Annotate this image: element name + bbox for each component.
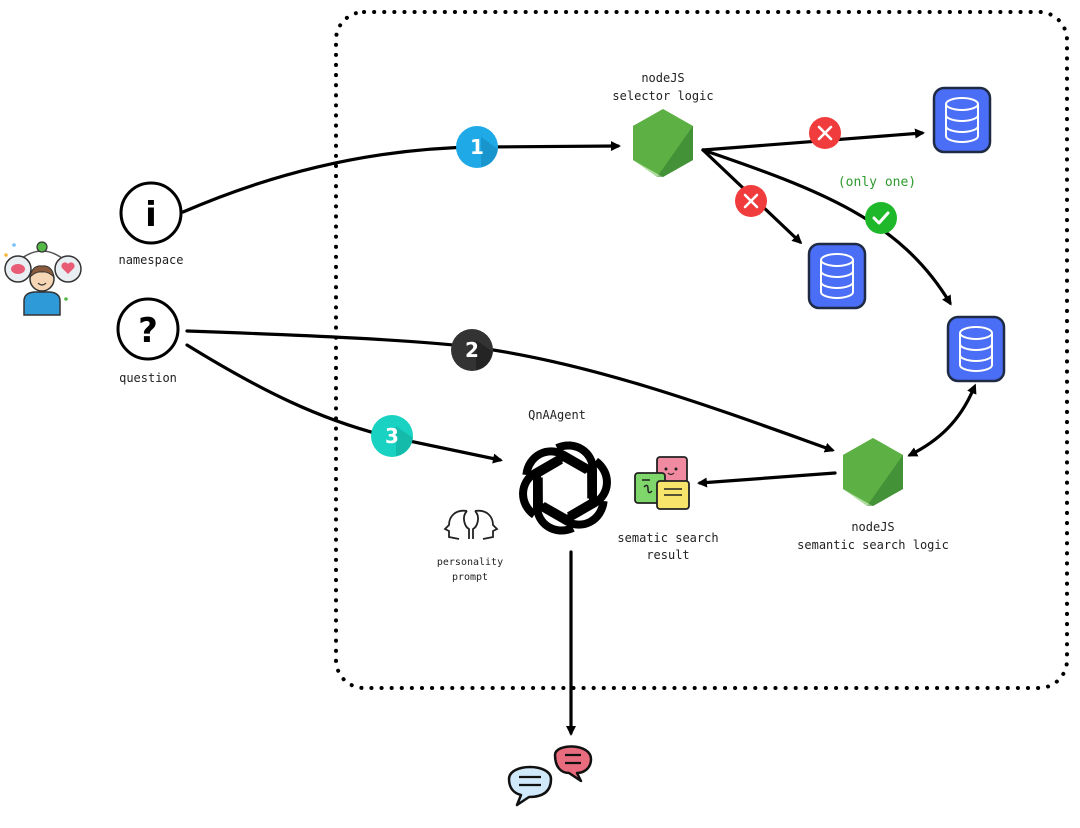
sticky-notes-icon: [634, 456, 690, 510]
semantic-label-line1: nodeJS: [851, 520, 894, 534]
step-badge-1: 1: [456, 126, 498, 168]
semantic-label-line2: semantic search logic: [797, 538, 949, 552]
step-badge-2: 2: [451, 329, 493, 371]
question-node: ? question: [116, 297, 180, 385]
database-selected-icon: [946, 315, 1006, 383]
svg-text:3: 3: [385, 424, 399, 448]
step-badge-3: 3: [371, 415, 413, 457]
semantic-search-logic-node: nodeJS semantic search logic: [797, 438, 949, 552]
database-top-icon: [932, 86, 992, 154]
question-icon: [116, 297, 180, 361]
svg-text:2: 2: [465, 338, 479, 362]
search-result-node: sematic search result: [617, 456, 719, 562]
accept-icon: [865, 202, 897, 234]
two-heads-icon: [443, 509, 499, 540]
info-glyph: i: [145, 195, 157, 235]
info-icon: [119, 181, 183, 245]
reject-icon-top: [807, 115, 843, 151]
personality-label-line1: personality: [437, 557, 503, 568]
edge-semantic-to-result: [697, 471, 837, 488]
question-label: question: [119, 371, 177, 385]
personality-prompt: personality prompt: [437, 509, 503, 583]
namespace-node: i namespace: [118, 181, 184, 267]
nodejs-icon: [633, 109, 693, 177]
reject-icon-middle: [733, 183, 769, 219]
namespace-label: namespace: [118, 253, 183, 267]
database-middle-icon: [807, 242, 867, 310]
chat-bubbles-icon: [507, 745, 593, 807]
agent-label: QnAAgent: [528, 408, 586, 422]
selector-label-line1: nodeJS: [641, 71, 684, 85]
edge-namespace-to-selector: [181, 141, 621, 214]
svg-text:1: 1: [470, 135, 484, 159]
edge-db-semantic-bidirectional: [907, 383, 977, 457]
nodejs-icon: [843, 438, 903, 506]
system-boundary: [334, 10, 1069, 690]
qna-agent-node: QnAAgent: [519, 408, 611, 535]
selector-logic-node: nodeJS selector logic: [612, 71, 714, 177]
openai-icon: [519, 441, 611, 535]
personality-label-line2: prompt: [452, 572, 488, 583]
edge-question-to-semantic: [185, 329, 835, 453]
search-result-label-line2: result: [646, 548, 689, 562]
user-thinking-icon: [4, 241, 82, 316]
question-glyph: ?: [138, 311, 158, 351]
selection-note: (only one): [838, 175, 916, 190]
selector-label-line2: selector logic: [612, 89, 713, 103]
search-result-label-line1: sematic search: [617, 531, 718, 545]
edge-selector-to-db-selected: [701, 148, 952, 306]
edge-question-to-agent: [185, 343, 503, 464]
